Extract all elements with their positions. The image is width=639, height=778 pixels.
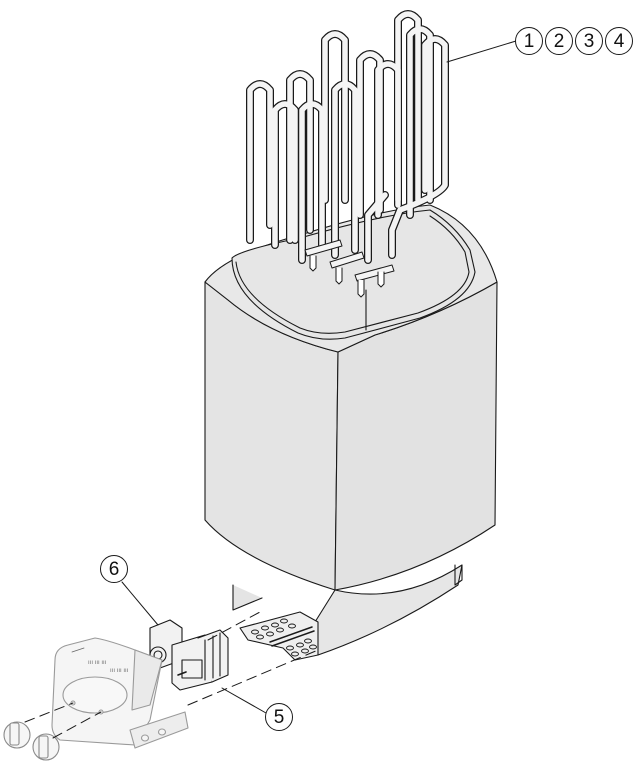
callout-4: 4 — [605, 27, 633, 55]
control-panel-housing: ııı ııı ııı ııı ııı ııı — [51, 637, 189, 749]
callout-3: 3 — [575, 27, 603, 55]
callout-5: 5 — [265, 703, 293, 731]
heater-body — [204, 204, 498, 661]
callout-6: 6 — [100, 555, 128, 583]
svg-text:ııı ııı ııı: ııı ııı ııı — [110, 668, 129, 674]
svg-text:ııı ııı ııı: ııı ııı ııı — [88, 660, 107, 666]
heating-elements — [246, 10, 449, 298]
contactor-block — [171, 629, 229, 691]
callout-2: 2 — [545, 27, 573, 55]
callout-1: 1 — [515, 27, 543, 55]
control-knobs — [3, 721, 60, 761]
